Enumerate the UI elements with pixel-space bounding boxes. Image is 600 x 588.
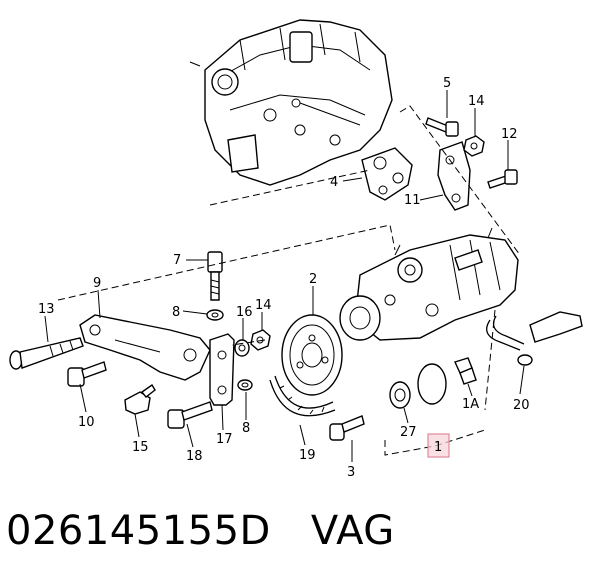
callout-5: 5: [443, 76, 451, 91]
callout-13: 13: [38, 302, 55, 317]
bolt-13: [9, 337, 84, 370]
callout-20: 20: [513, 398, 530, 413]
washer-8-top: [206, 309, 224, 321]
highlight-box-item-1: [427, 433, 450, 458]
pump-bracket-9: [79, 314, 211, 381]
brand-name: VAG: [310, 508, 395, 554]
seal-kit-27: [389, 363, 447, 409]
engine-block: [189, 19, 393, 186]
bolt-5: [425, 117, 459, 137]
assembly-guide-lines: [57, 105, 521, 456]
tension-strap-17: [209, 333, 235, 406]
callout-19: 19: [299, 448, 316, 463]
pressure-pipe-20: [486, 311, 583, 366]
mount-bracket-4: [361, 147, 413, 201]
callout-9: 9: [93, 276, 101, 291]
stud-1A: [454, 357, 477, 385]
callout-14-top: 14: [468, 94, 485, 109]
power-steering-pump: [339, 227, 519, 341]
callout-11: 11: [404, 193, 421, 208]
pulley-2: [281, 314, 343, 396]
callout-8-lower: 8: [242, 421, 250, 436]
leader-lines: [44, 90, 525, 462]
nut-14-top: [463, 135, 485, 157]
part-number-caption: 026145155D VAG: [6, 508, 395, 554]
bolt-10: [67, 361, 107, 387]
callout-2: 2: [309, 272, 317, 287]
bolt-3: [329, 415, 365, 441]
callout-3: 3: [347, 465, 355, 480]
callout-16: 16: [236, 305, 253, 320]
callout-4: 4: [330, 175, 338, 190]
v-belt-19: [269, 375, 336, 417]
spacer-16: [234, 339, 250, 357]
callout-10: 10: [78, 415, 95, 430]
fitting-15: [124, 383, 156, 415]
mount-bracket-11: [437, 141, 471, 211]
callout-18: 18: [186, 449, 203, 464]
callout-15: 15: [132, 440, 149, 455]
callout-12: 12: [501, 127, 518, 142]
nut-14-middle: [250, 329, 271, 351]
callout-17: 17: [216, 432, 233, 447]
callout-7: 7: [173, 253, 181, 268]
callout-1: 1: [434, 440, 442, 455]
callout-14-middle: 14: [255, 298, 272, 313]
bolt-7: [207, 251, 223, 301]
part-number: 026145155D: [6, 508, 271, 554]
bolt-18: [167, 401, 213, 429]
callout-1A: 1A: [462, 397, 479, 412]
callout-8-top: 8: [172, 305, 180, 320]
callout-27: 27: [400, 425, 417, 440]
bolt-12: [487, 169, 518, 189]
callout-labels: 5 14 12 4 11 7 9 2 13 8 16 14 10 15 18 1…: [38, 76, 530, 480]
washer-8-lower: [237, 379, 253, 391]
